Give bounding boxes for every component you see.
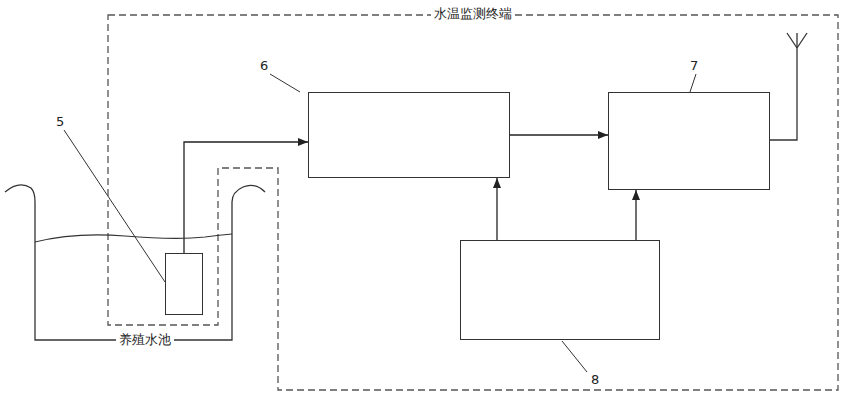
signal-arrow <box>635 190 636 240</box>
leader-line <box>562 341 587 372</box>
process-box <box>308 92 510 178</box>
leader-line <box>64 130 165 282</box>
wireless-module <box>608 92 770 190</box>
callout-number: 5 <box>54 114 66 130</box>
leader-line <box>270 74 300 92</box>
pool-outline <box>5 180 285 350</box>
node-label: 养殖水池 <box>116 332 174 348</box>
signal-arrow <box>184 142 308 253</box>
temperature-sensor <box>165 253 203 315</box>
antenna-symbol <box>797 33 807 48</box>
signal-arrow <box>496 178 497 240</box>
breeding-pool: 养殖水池 <box>5 180 285 350</box>
dashed-outline <box>108 15 838 390</box>
antenna-feed <box>770 48 797 140</box>
callout-number: 7 <box>688 58 700 74</box>
region-title: 水温监测终端 <box>431 6 515 22</box>
signal-arrow <box>510 134 608 135</box>
terminal-region: 水温监测终端 <box>108 15 838 390</box>
antenna-symbol <box>796 33 797 48</box>
leader-line <box>690 74 696 92</box>
callout-number: 8 <box>589 372 601 388</box>
power-box <box>460 240 660 340</box>
callout-number: 6 <box>258 58 270 74</box>
antenna-symbol <box>787 33 797 48</box>
